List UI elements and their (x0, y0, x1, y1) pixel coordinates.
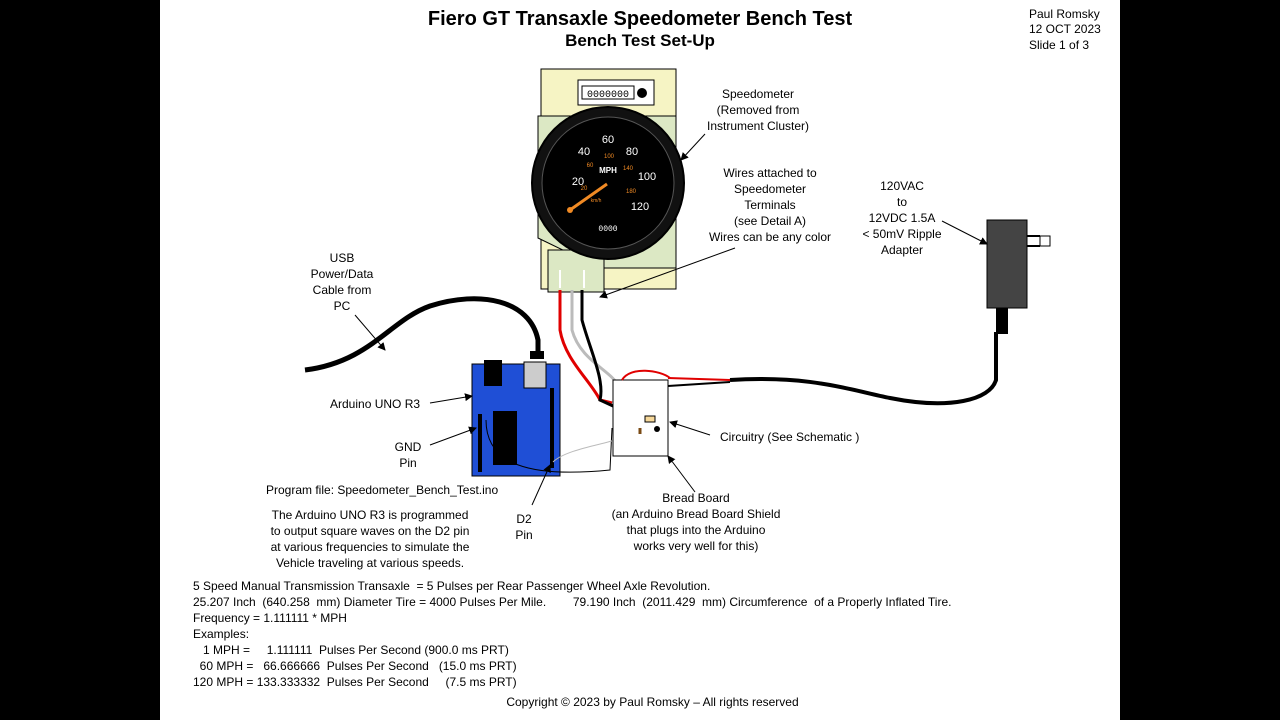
note-example-60mph: 60 MPH = 66.666666 Pulses Per Second (15… (193, 659, 517, 673)
gauge-kmh-label: km/h (591, 198, 602, 204)
gauge-center-label: MPH (599, 166, 617, 175)
author-date: 12 OCT 2023 (1029, 22, 1101, 36)
odometer-readout: 0000000 (587, 90, 629, 101)
speedometer-gauge: 20 40 60 80 100 120 20 60 100 140 180 MP… (531, 106, 685, 260)
note-example-120mph: 120 MPH = 133.333332 Pulses Per Second (… (193, 675, 517, 689)
slide-subtitle: Bench Test Set-Up (565, 31, 715, 50)
red-power-wire (621, 369, 671, 381)
red-wire-speedometer (558, 290, 613, 405)
mph-tick-100: 100 (638, 171, 656, 183)
speedometer-arrow (680, 133, 706, 161)
slide: Fiero GT Transaxle Speedometer Bench Tes… (160, 0, 1120, 720)
power-adapter (986, 219, 1051, 334)
circuitry-label: Circuitry (See Schematic ) (720, 430, 860, 444)
mph-tick-40: 40 (578, 146, 590, 158)
wires-arrow (599, 247, 736, 299)
gnd-jumper-wire (485, 419, 613, 473)
d2-arrow (531, 464, 551, 506)
author-name: Paul Romsky (1029, 7, 1100, 21)
setup-diagram: 0000000 20 40 60 80 100 120 20 60 100 14… (304, 68, 1051, 506)
adapter-arrow (941, 220, 988, 245)
copyright: Copyright © 2023 by Paul Romsky – All ri… (506, 695, 799, 709)
note-example-1mph: 1 MPH = 1.111111 Pulses Per Second (900.… (193, 643, 509, 657)
gauge-needle (569, 182, 608, 212)
mph-tick-120: 120 (631, 201, 649, 213)
kmh-tick-140: 140 (623, 166, 634, 172)
arduino-board (471, 360, 561, 477)
power-cable (729, 332, 998, 406)
note-tire-diameter: 25.207 Inch (640.258 mm) Diameter Tire =… (193, 595, 952, 609)
kmh-tick-100: 100 (604, 154, 615, 160)
mph-tick-20: 20 (572, 176, 584, 188)
usb-cable (304, 296, 541, 373)
program-file-label: Program file: Speedometer_Bench_Test.ino (266, 483, 499, 497)
slide-title: Fiero GT Transaxle Speedometer Bench Tes… (427, 8, 853, 30)
note-frequency: Frequency = 1.111111 * MPH (193, 611, 347, 625)
slide-number: Slide 1 of 3 (1029, 38, 1090, 52)
arduino-label: Arduino UNO R3 (330, 397, 421, 411)
usb-arrow (354, 314, 386, 351)
gnd-arrow (429, 426, 477, 446)
note-examples-heading: Examples: (193, 627, 250, 641)
kmh-tick-20: 20 (581, 186, 588, 192)
mph-tick-60: 60 (602, 134, 614, 146)
mph-tick-80: 80 (626, 146, 638, 158)
breadboard-arrow (667, 455, 696, 493)
black-wire-speedometer (580, 290, 627, 414)
circuitry-arrow (669, 420, 711, 436)
bread-board (612, 379, 669, 457)
trip-readout: 0000 (598, 225, 617, 234)
note-pulses-per-revolution: 5 Speed Manual Transmission Transaxle = … (193, 579, 711, 593)
arduino-arrow (429, 393, 473, 404)
kmh-tick-60: 60 (587, 163, 594, 169)
breadboard-label: Bread Board(an Arduino Bread Board Shiel… (611, 491, 781, 553)
kmh-tick-180: 180 (626, 189, 637, 195)
